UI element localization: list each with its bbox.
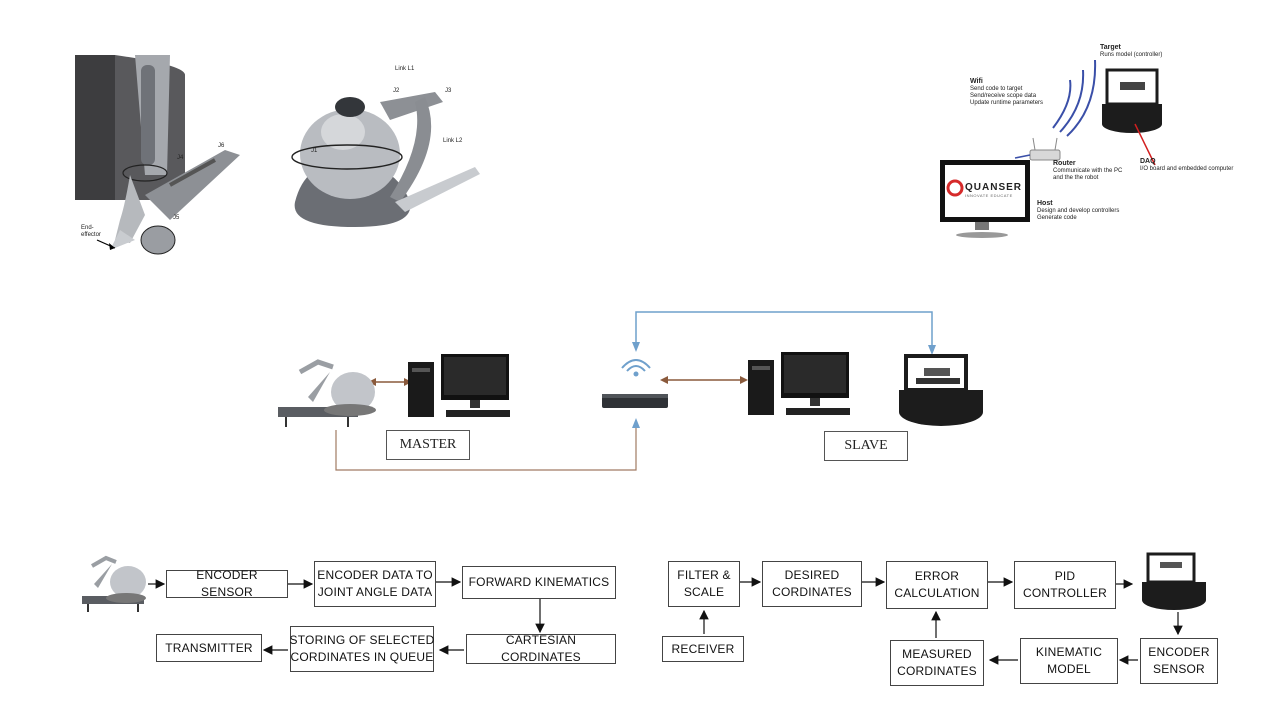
storing-queue-box: STORING OF SELECTED CORDINATES IN QUEUE [290,626,434,672]
host-title: Host [1037,200,1053,207]
cartesian-coordinates-box: CARTESIAN CORDINATES [466,633,616,664]
flow-master-device-icon [82,555,146,612]
quanser-setup-figure: Target Runs model (controller) Wifi Send… [935,40,1265,250]
haptic-device-illustration [291,92,480,227]
receiver-box: RECEIVER [662,636,744,662]
quanser-network-illustration [940,59,1162,238]
router-title: Router [1053,160,1076,167]
master-label: MASTER [386,430,470,460]
router-desc: Communicate with the PC and the the robo… [1053,168,1123,181]
label-j1: J1 [311,148,318,154]
daq-label: DAQ I/O board and embedded computer [1140,158,1233,173]
daq-title: DAQ [1140,158,1156,165]
flow-slave-robot-icon [1142,552,1206,610]
target-desc: Runs model (controller) [1100,52,1163,58]
label-j6: J6 [218,143,225,149]
target-title: Target [1100,44,1121,51]
wifi-label: Wifi Send code to target Send/receive sc… [970,78,1043,107]
master-haptic-device [278,359,376,427]
desired-coordinates-box: DESIRED CORDINATES [762,561,862,607]
label-link2: Link L2 [443,138,463,144]
slave-computer [748,352,850,415]
host-label: Host Design and develop controllers Gene… [1037,200,1119,222]
label-j4: J4 [177,155,184,161]
haptic-device-figure: Link L1 J2 J3 Link L2 J1 [285,62,485,232]
encoder-sensor-slave-box: ENCODER SENSOR [1140,638,1218,684]
label-j5: J5 [173,215,180,221]
daq-desc: I/O board and embedded computer [1140,166,1234,172]
encoder-to-joint-box: ENCODER DATA TO JOINT ANGLE DATA [314,561,436,607]
encoder-sensor-box: ENCODER SENSOR [166,568,288,599]
target-label: Target Runs model (controller) [1100,44,1162,59]
forward-kinematics-box: FORWARD KINEMATICS [462,566,616,599]
slave-robot [899,354,983,426]
kinematic-model-box: KINEMATIC MODEL [1020,638,1118,684]
pid-controller-box: PID CONTROLLER [1014,561,1116,609]
label-j2: J2 [393,88,400,94]
quanser-logo-name: QUANSER [965,182,1023,193]
quanser-logo-tagline: INNOVATE EDUCATE [965,193,1013,198]
slave-label: SLAVE [824,431,908,461]
transmitter-box: TRANSMITTER [156,634,262,662]
router-label: Router Communicate with the PC and the t… [1053,160,1122,182]
quanser-logo: QUANSER INNOVATE EDUCATE [965,182,1022,198]
label-end-effector: End- effector [81,225,101,238]
end-effector-arrow [96,239,116,250]
master-computer [408,354,510,417]
haptic-closeup-illustration [75,55,240,255]
haptic-closeup-figure: J4 J6 J5 End- effector [75,55,250,255]
measured-coordinates-box: MEASURED CORDINATES [890,640,984,686]
wifi-desc: Send code to target Send/receive scope d… [970,86,1044,106]
network-router [602,359,668,408]
filter-scale-box: FILTER & SCALE [668,561,740,607]
host-desc: Design and develop controllers Generate … [1037,208,1120,221]
wifi-title: Wifi [970,78,983,85]
error-calculation-box: ERROR CALCULATION [886,561,988,609]
label-j3: J3 [445,88,452,94]
label-link1: Link L1 [395,66,415,72]
